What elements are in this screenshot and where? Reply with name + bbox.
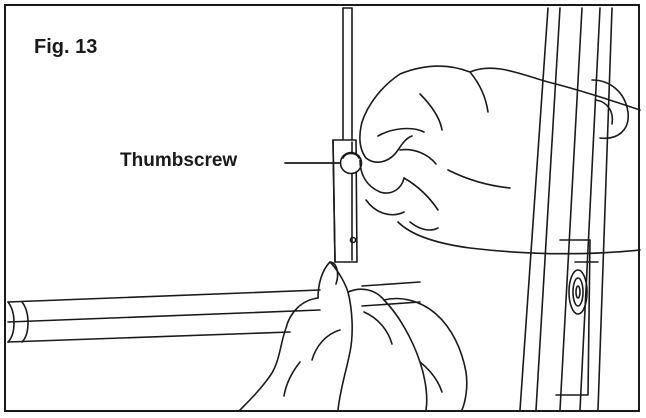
- figure-title: Fig. 13: [34, 36, 98, 58]
- vertical-rod: [342, 7, 353, 143]
- horizontal-bar: [7, 281, 421, 343]
- thumbscrew-label: Thumbscrew: [120, 150, 238, 171]
- right-rail: [519, 7, 629, 411]
- upper-hand: [359, 65, 641, 255]
- thumbscrew[interactable]: [339, 151, 363, 175]
- lower-hand: [239, 261, 468, 411]
